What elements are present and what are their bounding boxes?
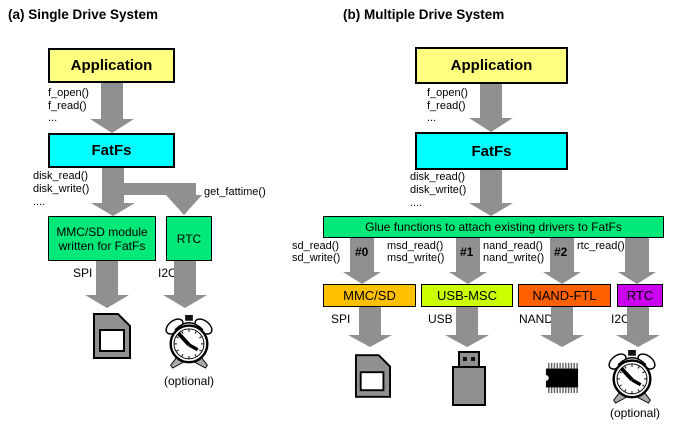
- fatfs-label-a: FatFs: [91, 142, 132, 159]
- arrow-usbmsc-to-stick-head: [445, 335, 489, 350]
- arrow-a-branch-to-rtc-bar: [113, 183, 196, 195]
- driver-label-usbmsc: USB-MSC: [437, 288, 497, 303]
- call-label-disk-read-b: disk_read(): [410, 171, 466, 183]
- arrow-glue-to-rtc-shaft: [625, 238, 649, 272]
- arrow-a-fatfs-to-mmc-head: [91, 203, 135, 219]
- sd-card-icon-a: [93, 313, 131, 359]
- fn-msd-write: msd_write(): [387, 252, 445, 264]
- rtc-box-a: RTC: [166, 216, 212, 261]
- arrow-b-app-to-fatfs-shaft: [480, 84, 502, 118]
- arrow-glue-to-usbmsc-shaft: [456, 238, 480, 272]
- call-label-f-read-b: f_read(): [427, 100, 466, 112]
- arrow-a-app-to-fatfs-shaft: [101, 83, 123, 119]
- arrow-glue-to-mmcsd-head: [343, 272, 381, 287]
- glue-functions-box: Glue functions to attach existing driver…: [323, 216, 664, 238]
- alarm-clock-icon-a: [165, 314, 213, 369]
- arrow-mmcsd-to-card-shaft: [359, 307, 381, 335]
- spi-label-a: SPI: [73, 266, 93, 280]
- fn-rtc-read: rtc_read(): [577, 240, 625, 252]
- arrow-a-rtc-to-clock-head: [163, 295, 207, 311]
- usb-stick-icon: [452, 351, 486, 406]
- call-label-f-read-a: f_read(): [48, 100, 87, 112]
- driver-label-nandftl: NAND-FTL: [532, 288, 597, 303]
- bus-label-spi: SPI: [331, 312, 351, 326]
- arrow-glue-to-nandftl-shaft: [550, 238, 574, 272]
- fn-nand-read: nand_read(): [483, 240, 543, 252]
- arrow-nandftl-to-chip-head: [540, 335, 584, 350]
- arrow-glue-to-usbmsc-head: [449, 272, 487, 287]
- application-box-a: Application: [48, 48, 175, 83]
- call-label-disk-write-a: disk_write(): [33, 183, 90, 195]
- mmc-module-text: MMC/SD module written for FatFs: [56, 225, 147, 253]
- fn-nand-write: nand_write(): [483, 252, 545, 264]
- rtc-label-a: RTC: [176, 231, 202, 246]
- arrow-usbmsc-to-stick-shaft: [456, 307, 478, 335]
- arrow-rtc-to-clock-head: [616, 335, 660, 350]
- application-box-b: Application: [415, 47, 568, 84]
- arrow-mmcsd-to-card-head: [348, 335, 392, 350]
- drive-number-1: #1: [460, 245, 474, 259]
- drive-number-2: #2: [554, 245, 568, 259]
- optional-label-a: (optional): [163, 374, 215, 388]
- call-label-dots-a: ....: [33, 196, 46, 208]
- fatfs-label-b: FatFs: [471, 142, 512, 160]
- arrow-b-fatfs-to-glue-shaft: [480, 170, 502, 203]
- sd-card-icon-b: [355, 354, 391, 398]
- call-label-ellipsis-b: ...: [427, 112, 437, 124]
- bus-label-nand: NAND: [519, 312, 554, 326]
- arrow-glue-to-nandftl-head: [543, 272, 581, 287]
- arrow-a-branch-to-rtc-head: [166, 195, 202, 218]
- arrow-glue-to-mmcsd-shaft: [350, 238, 374, 272]
- title-single-drive: (a) Single Drive System: [8, 7, 159, 22]
- driver-box-mmcsd: MMC/SD: [323, 284, 416, 307]
- call-label-disk-read-a: disk_read(): [33, 170, 89, 182]
- arrow-a-mmc-to-card-head: [85, 295, 129, 311]
- alarm-clock-icon-b: [608, 349, 656, 404]
- arrow-a-app-to-fatfs-head: [90, 119, 134, 136]
- arrow-a-mmc-to-card-shaft: [96, 261, 118, 295]
- arrow-rtc-to-clock-shaft: [627, 307, 649, 335]
- driver-box-usbmsc: USB-MSC: [421, 284, 513, 307]
- call-label-dots-b: ....: [410, 197, 423, 209]
- application-label-b: Application: [450, 57, 533, 74]
- fatfs-box-a: FatFs: [48, 133, 175, 168]
- fn-sd-read: sd_read(): [292, 240, 340, 252]
- driver-label-rtc: RTC: [626, 288, 654, 303]
- arrow-b-app-to-fatfs-head: [469, 118, 513, 135]
- arrow-a-rtc-to-clock-shaft: [174, 261, 196, 295]
- mmc-module-line1: MMC/SD module: [56, 224, 148, 239]
- optional-label-b: (optional): [609, 406, 661, 420]
- bus-label-usb: USB: [428, 312, 453, 326]
- mmc-module-box: MMC/SD module written for FatFs: [48, 216, 156, 261]
- fn-msd-read: msd_read(): [387, 240, 444, 252]
- call-label-f-open-b: f_open(): [427, 87, 468, 99]
- fn-sd-write: sd_write(): [292, 252, 341, 264]
- fatfs-box-b: FatFs: [415, 132, 568, 170]
- i2c-label-a: I2C: [158, 266, 177, 280]
- arrow-nandftl-to-chip-shaft: [551, 307, 573, 335]
- title-multiple-drive: (b) Multiple Drive System: [343, 7, 505, 22]
- glue-functions-label: Glue functions to attach existing driver…: [365, 220, 622, 234]
- mmc-module-line2: written for FatFs: [58, 238, 146, 253]
- call-label-ellipsis-a: ...: [48, 112, 58, 124]
- drive-number-0: #0: [355, 245, 369, 259]
- driver-box-nandftl: NAND-FTL: [518, 284, 611, 307]
- application-label-a: Application: [70, 57, 153, 74]
- arrow-b-fatfs-to-glue-head: [469, 203, 513, 219]
- get-fattime-label: get_fattime(): [204, 186, 266, 198]
- call-label-disk-write-b: disk_write(): [410, 184, 467, 196]
- nand-chip-icon: [545, 362, 579, 394]
- call-label-f-open-a: f_open(): [48, 87, 89, 99]
- driver-box-rtc: RTC: [617, 284, 663, 307]
- driver-label-mmcsd: MMC/SD: [343, 288, 396, 303]
- arrow-glue-to-rtc-head: [618, 272, 656, 287]
- bus-label-i2c: I2C: [611, 312, 630, 326]
